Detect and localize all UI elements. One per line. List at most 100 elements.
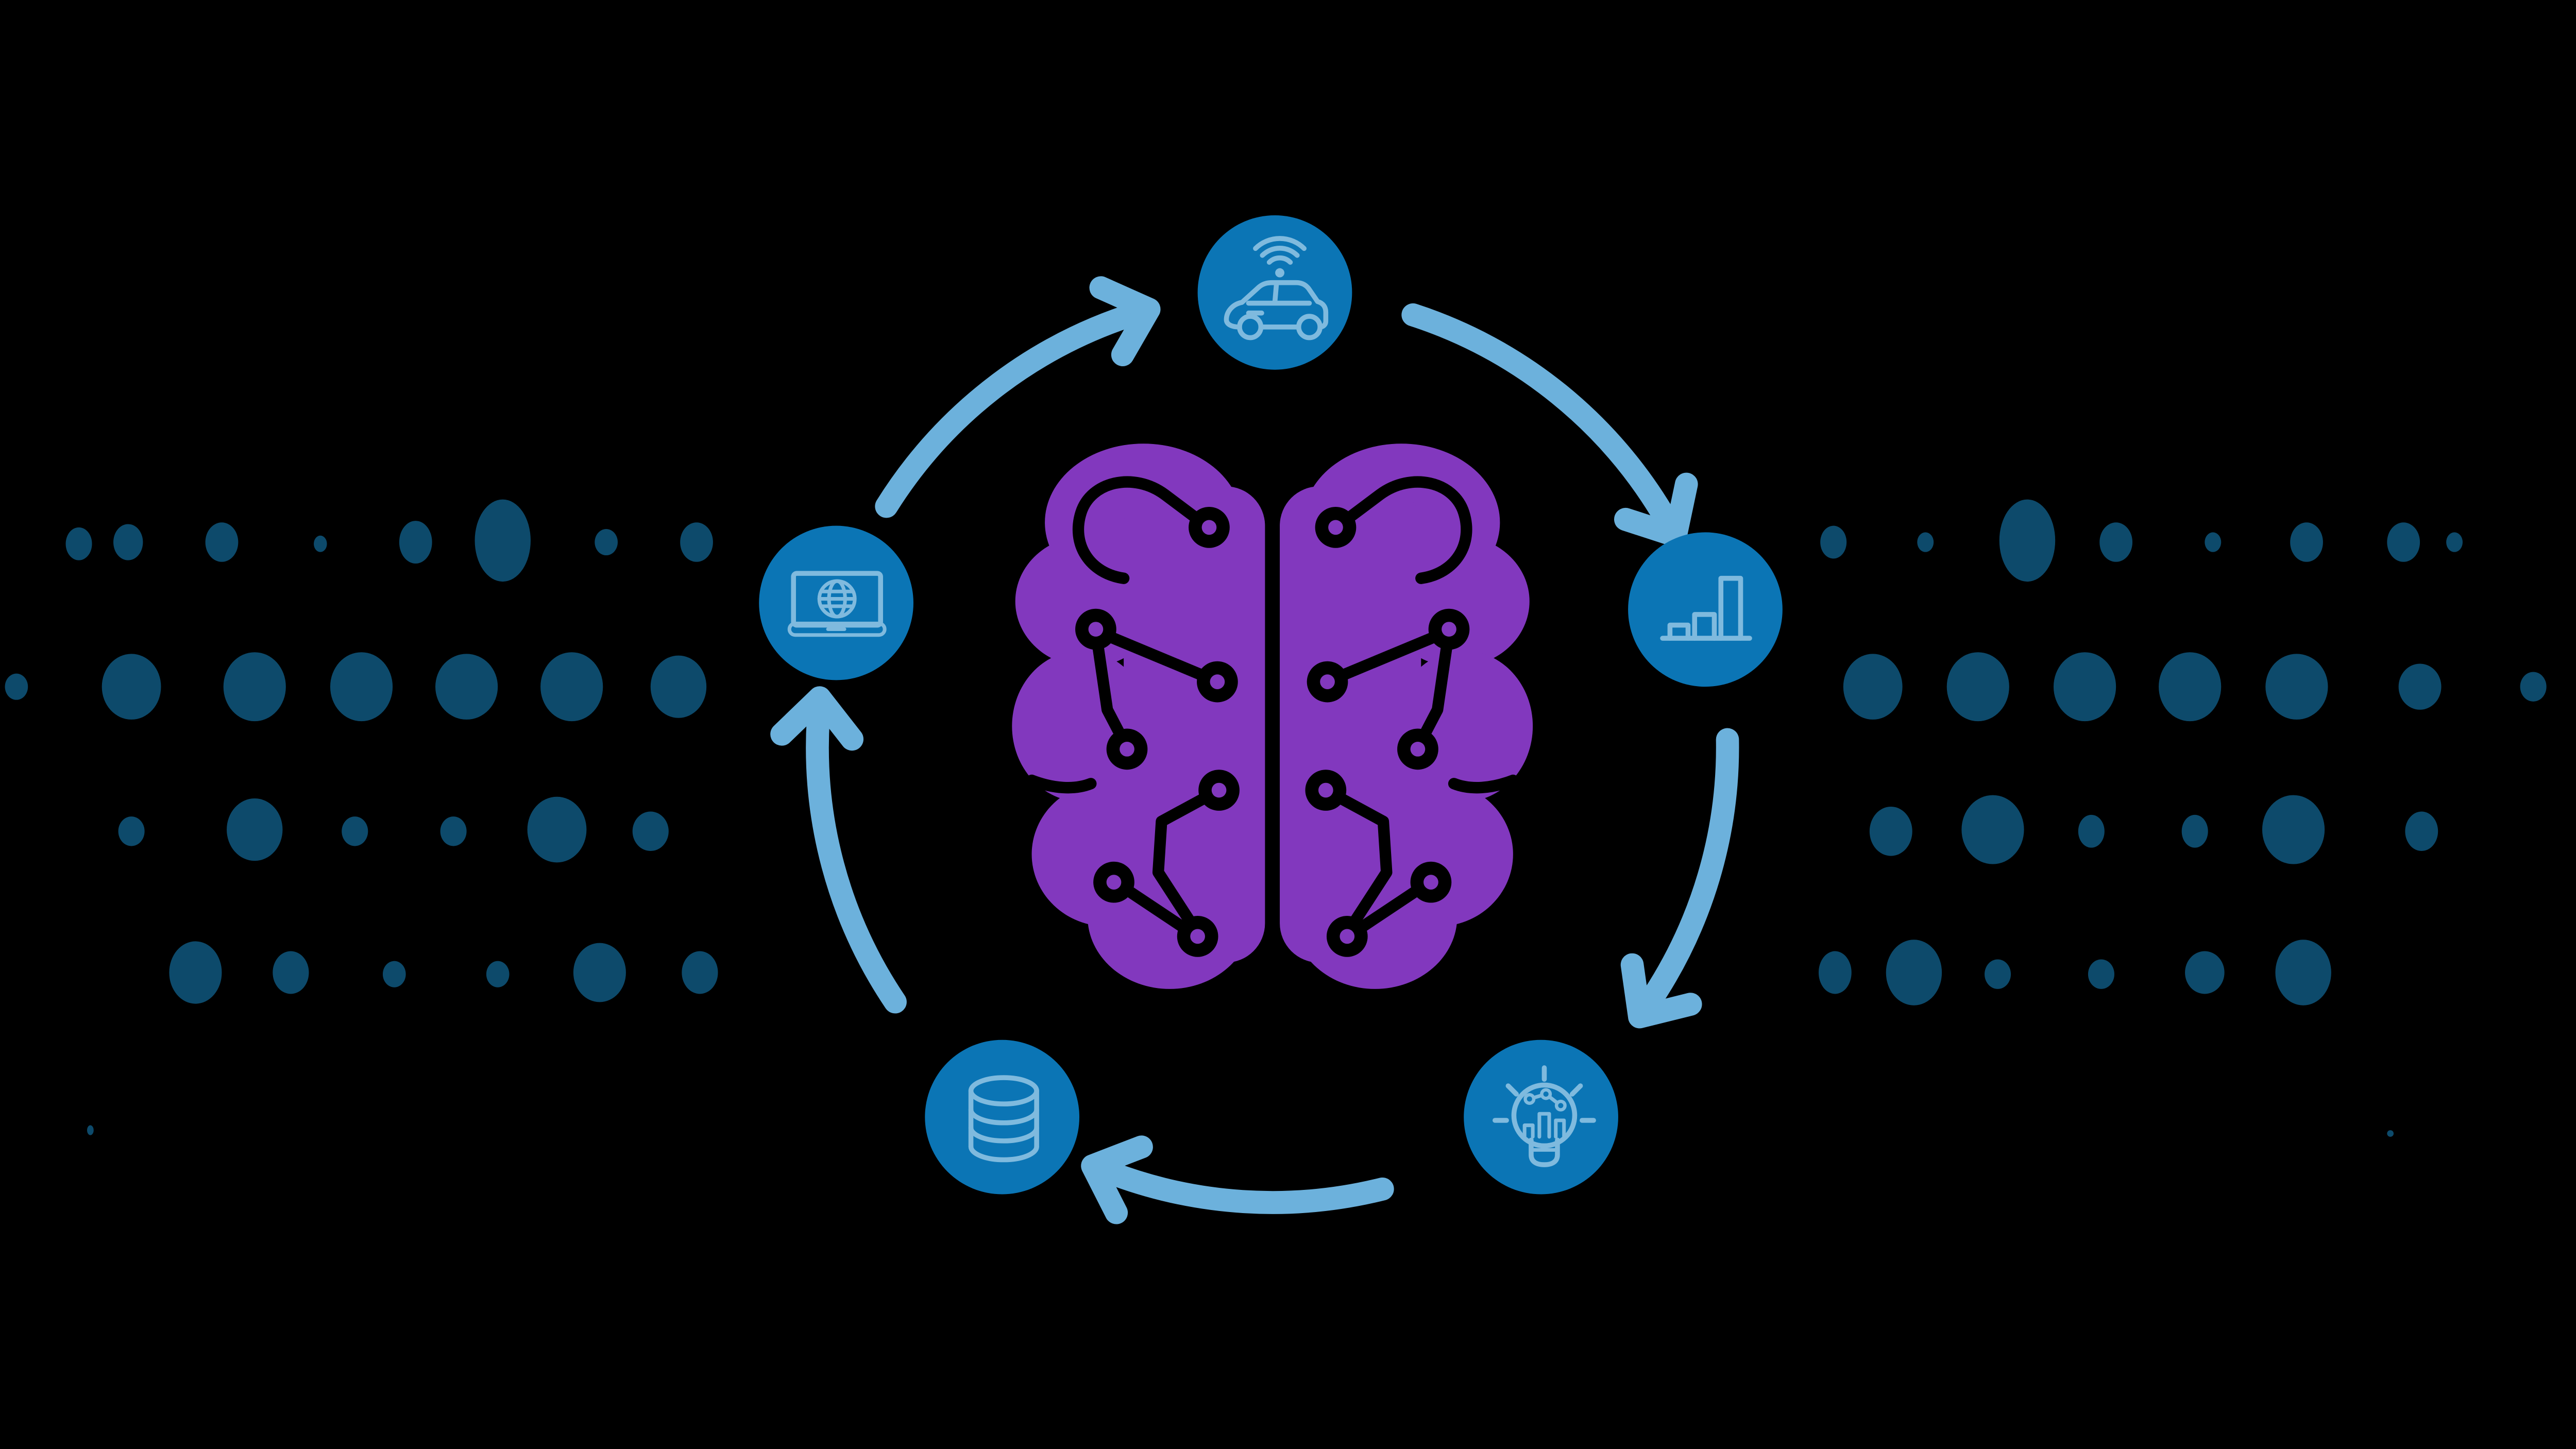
- bar-chart-node: [1628, 532, 1783, 687]
- cycle-arrow-laptop-globe-to-connected-car: [875, 276, 1161, 518]
- data-dot: [1818, 951, 1852, 994]
- data-dot: [680, 522, 713, 562]
- data-dot: [2275, 940, 2331, 1005]
- data-dot: [1886, 940, 1942, 1005]
- data-dot: [2185, 951, 2225, 994]
- cycle-arrow-connected-car-to-bar-chart: [1401, 303, 1698, 548]
- globe-icon: [817, 579, 857, 619]
- data-dot: [440, 816, 467, 846]
- data-dot: [1961, 795, 2024, 864]
- dot-field-right: [1818, 499, 2547, 1137]
- ai-brain-icon: [1012, 444, 1533, 989]
- laptop-globe-node: [759, 525, 913, 680]
- data-dot: [1820, 525, 1847, 559]
- data-dot: [2181, 814, 2208, 848]
- data-dot: [540, 652, 603, 722]
- data-dot: [2387, 522, 2420, 562]
- connected-car-node: [1197, 215, 1352, 370]
- data-dot: [223, 652, 286, 722]
- connected-car-icon: [1224, 236, 1329, 340]
- cycle-arrows: [770, 276, 1739, 1224]
- data-dot: [273, 951, 309, 994]
- laptop-base: [787, 621, 887, 637]
- brain-crease: [1026, 774, 1097, 794]
- database-icon: [968, 1075, 1039, 1163]
- data-dot: [227, 798, 283, 861]
- car-icon: [1224, 280, 1329, 340]
- data-dot: [2088, 959, 2114, 989]
- cycle-arrow-database-to-laptop-globe: [770, 686, 907, 1014]
- data-dot: [2205, 532, 2222, 552]
- data-dot: [1946, 652, 2009, 722]
- data-dot: [314, 535, 327, 552]
- data-dot: [1843, 654, 1903, 720]
- data-dot: [682, 951, 718, 994]
- data-dot: [2520, 672, 2547, 702]
- data-dot: [2446, 532, 2463, 552]
- dot-field-left: [5, 499, 718, 1135]
- wifi-signal-icon: [1253, 236, 1307, 278]
- bar-chart-icon: [1660, 575, 1752, 641]
- brain-left-hemisphere: [1012, 444, 1265, 989]
- arrow-shaft: [806, 704, 907, 1014]
- data-dot: [101, 654, 161, 720]
- data-dot: [573, 943, 626, 1002]
- data-dot: [399, 521, 432, 564]
- data-dot: [2053, 652, 2116, 722]
- brain-right-hemisphere: [1280, 444, 1533, 989]
- data-dot: [2159, 652, 2222, 722]
- node-circle: [925, 1039, 1080, 1195]
- database-node: [925, 1039, 1080, 1195]
- data-dot: [65, 527, 92, 560]
- data-dot: [1985, 959, 2011, 989]
- arrow-head: [1089, 276, 1161, 367]
- arrow-shaft: [1401, 303, 1679, 532]
- data-dot: [2078, 814, 2105, 848]
- data-dot: [2387, 1130, 2394, 1137]
- data-dot: [474, 499, 531, 582]
- node-circle: [1628, 532, 1783, 687]
- brain-lobe: [1015, 535, 1160, 667]
- arrow-shaft: [1097, 1161, 1394, 1214]
- lightbulb-insight-icon: [1493, 1065, 1596, 1167]
- data-dot: [2405, 811, 2438, 851]
- circuit-trace: [1152, 784, 1225, 939]
- circuit-nodes: [1075, 506, 1240, 957]
- brain-crease: [1072, 476, 1217, 584]
- data-dot: [169, 941, 222, 1004]
- data-dot: [435, 654, 498, 720]
- car-wheel: [1296, 314, 1323, 340]
- data-dot: [2262, 795, 2325, 864]
- arrow-head: [1620, 953, 1702, 1029]
- data-dot: [527, 796, 587, 863]
- data-dot: [486, 961, 510, 987]
- car-wheel: [1237, 314, 1264, 340]
- arrow-shaft: [875, 303, 1144, 518]
- arrow-head: [1081, 1135, 1153, 1224]
- bulb-glass: [1511, 1082, 1578, 1149]
- cycle-arrow-lightbulb-insight-to-database: [1081, 1135, 1394, 1224]
- data-dot: [87, 1125, 94, 1135]
- data-dot: [342, 816, 368, 846]
- cycle-arrow-bar-chart-to-lightbulb-insight: [1620, 728, 1739, 1029]
- data-dot: [205, 522, 239, 562]
- data-dot: [113, 524, 143, 560]
- data-dot: [1917, 532, 1934, 552]
- data-dot: [2398, 663, 2442, 710]
- data-dot: [5, 673, 28, 700]
- bulb-inner-chart: [1522, 1088, 1567, 1139]
- arrow-head: [1614, 472, 1698, 548]
- bulb-rays: [1493, 1065, 1596, 1123]
- brain-core: [1124, 486, 1265, 963]
- arrow-shaft: [1638, 728, 1739, 1014]
- data-dot: [118, 816, 145, 846]
- data-dot: [2265, 654, 2328, 720]
- lightbulb-insight-node: [1464, 1039, 1618, 1195]
- data-dot: [632, 811, 669, 851]
- data-dot: [1869, 806, 1912, 856]
- circuit-trace: [1090, 625, 1220, 686]
- data-dot: [650, 655, 707, 718]
- laptop-globe-icon: [787, 571, 887, 637]
- arrow-head: [770, 686, 864, 751]
